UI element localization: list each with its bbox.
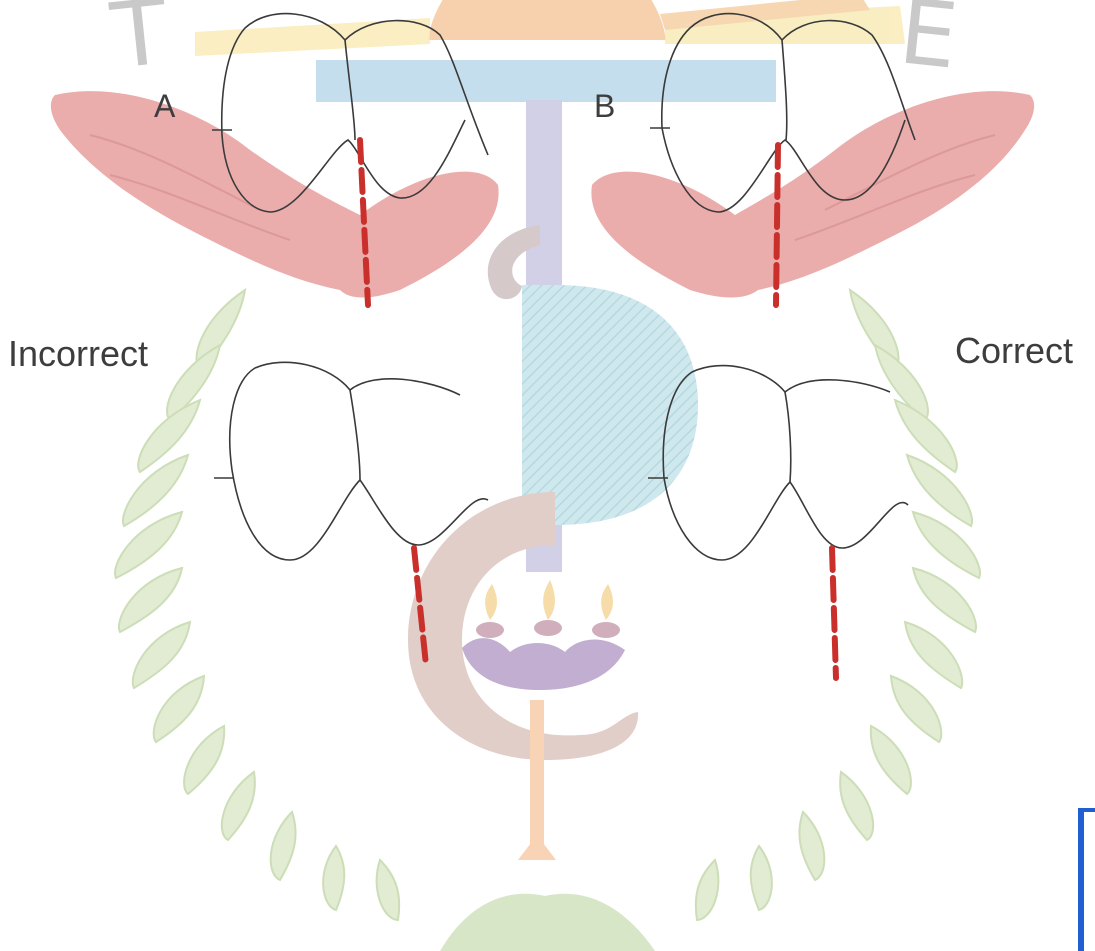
- incorrect-teeth: [214, 362, 488, 560]
- laurel-left-icon: [115, 290, 399, 920]
- letter-d-shape: [522, 285, 698, 525]
- sun-icon: [428, 0, 666, 40]
- watermark-letter-left: T: [107, 0, 173, 90]
- panel-a-gum: [51, 91, 499, 297]
- panel-label-b: B: [594, 88, 615, 125]
- panel-label-a: A: [154, 88, 175, 125]
- ribbon-shape: [440, 894, 655, 951]
- cut-line-correct: [832, 548, 836, 678]
- panel-b-gum: [591, 91, 1034, 297]
- staff-crossbar: [316, 60, 776, 102]
- laurel-right-icon: [696, 290, 980, 920]
- label-incorrect: Incorrect: [8, 333, 148, 375]
- cut-line-b: [776, 145, 778, 305]
- label-correct: Correct: [955, 330, 1073, 372]
- watermark-letter-right: E: [895, 0, 963, 90]
